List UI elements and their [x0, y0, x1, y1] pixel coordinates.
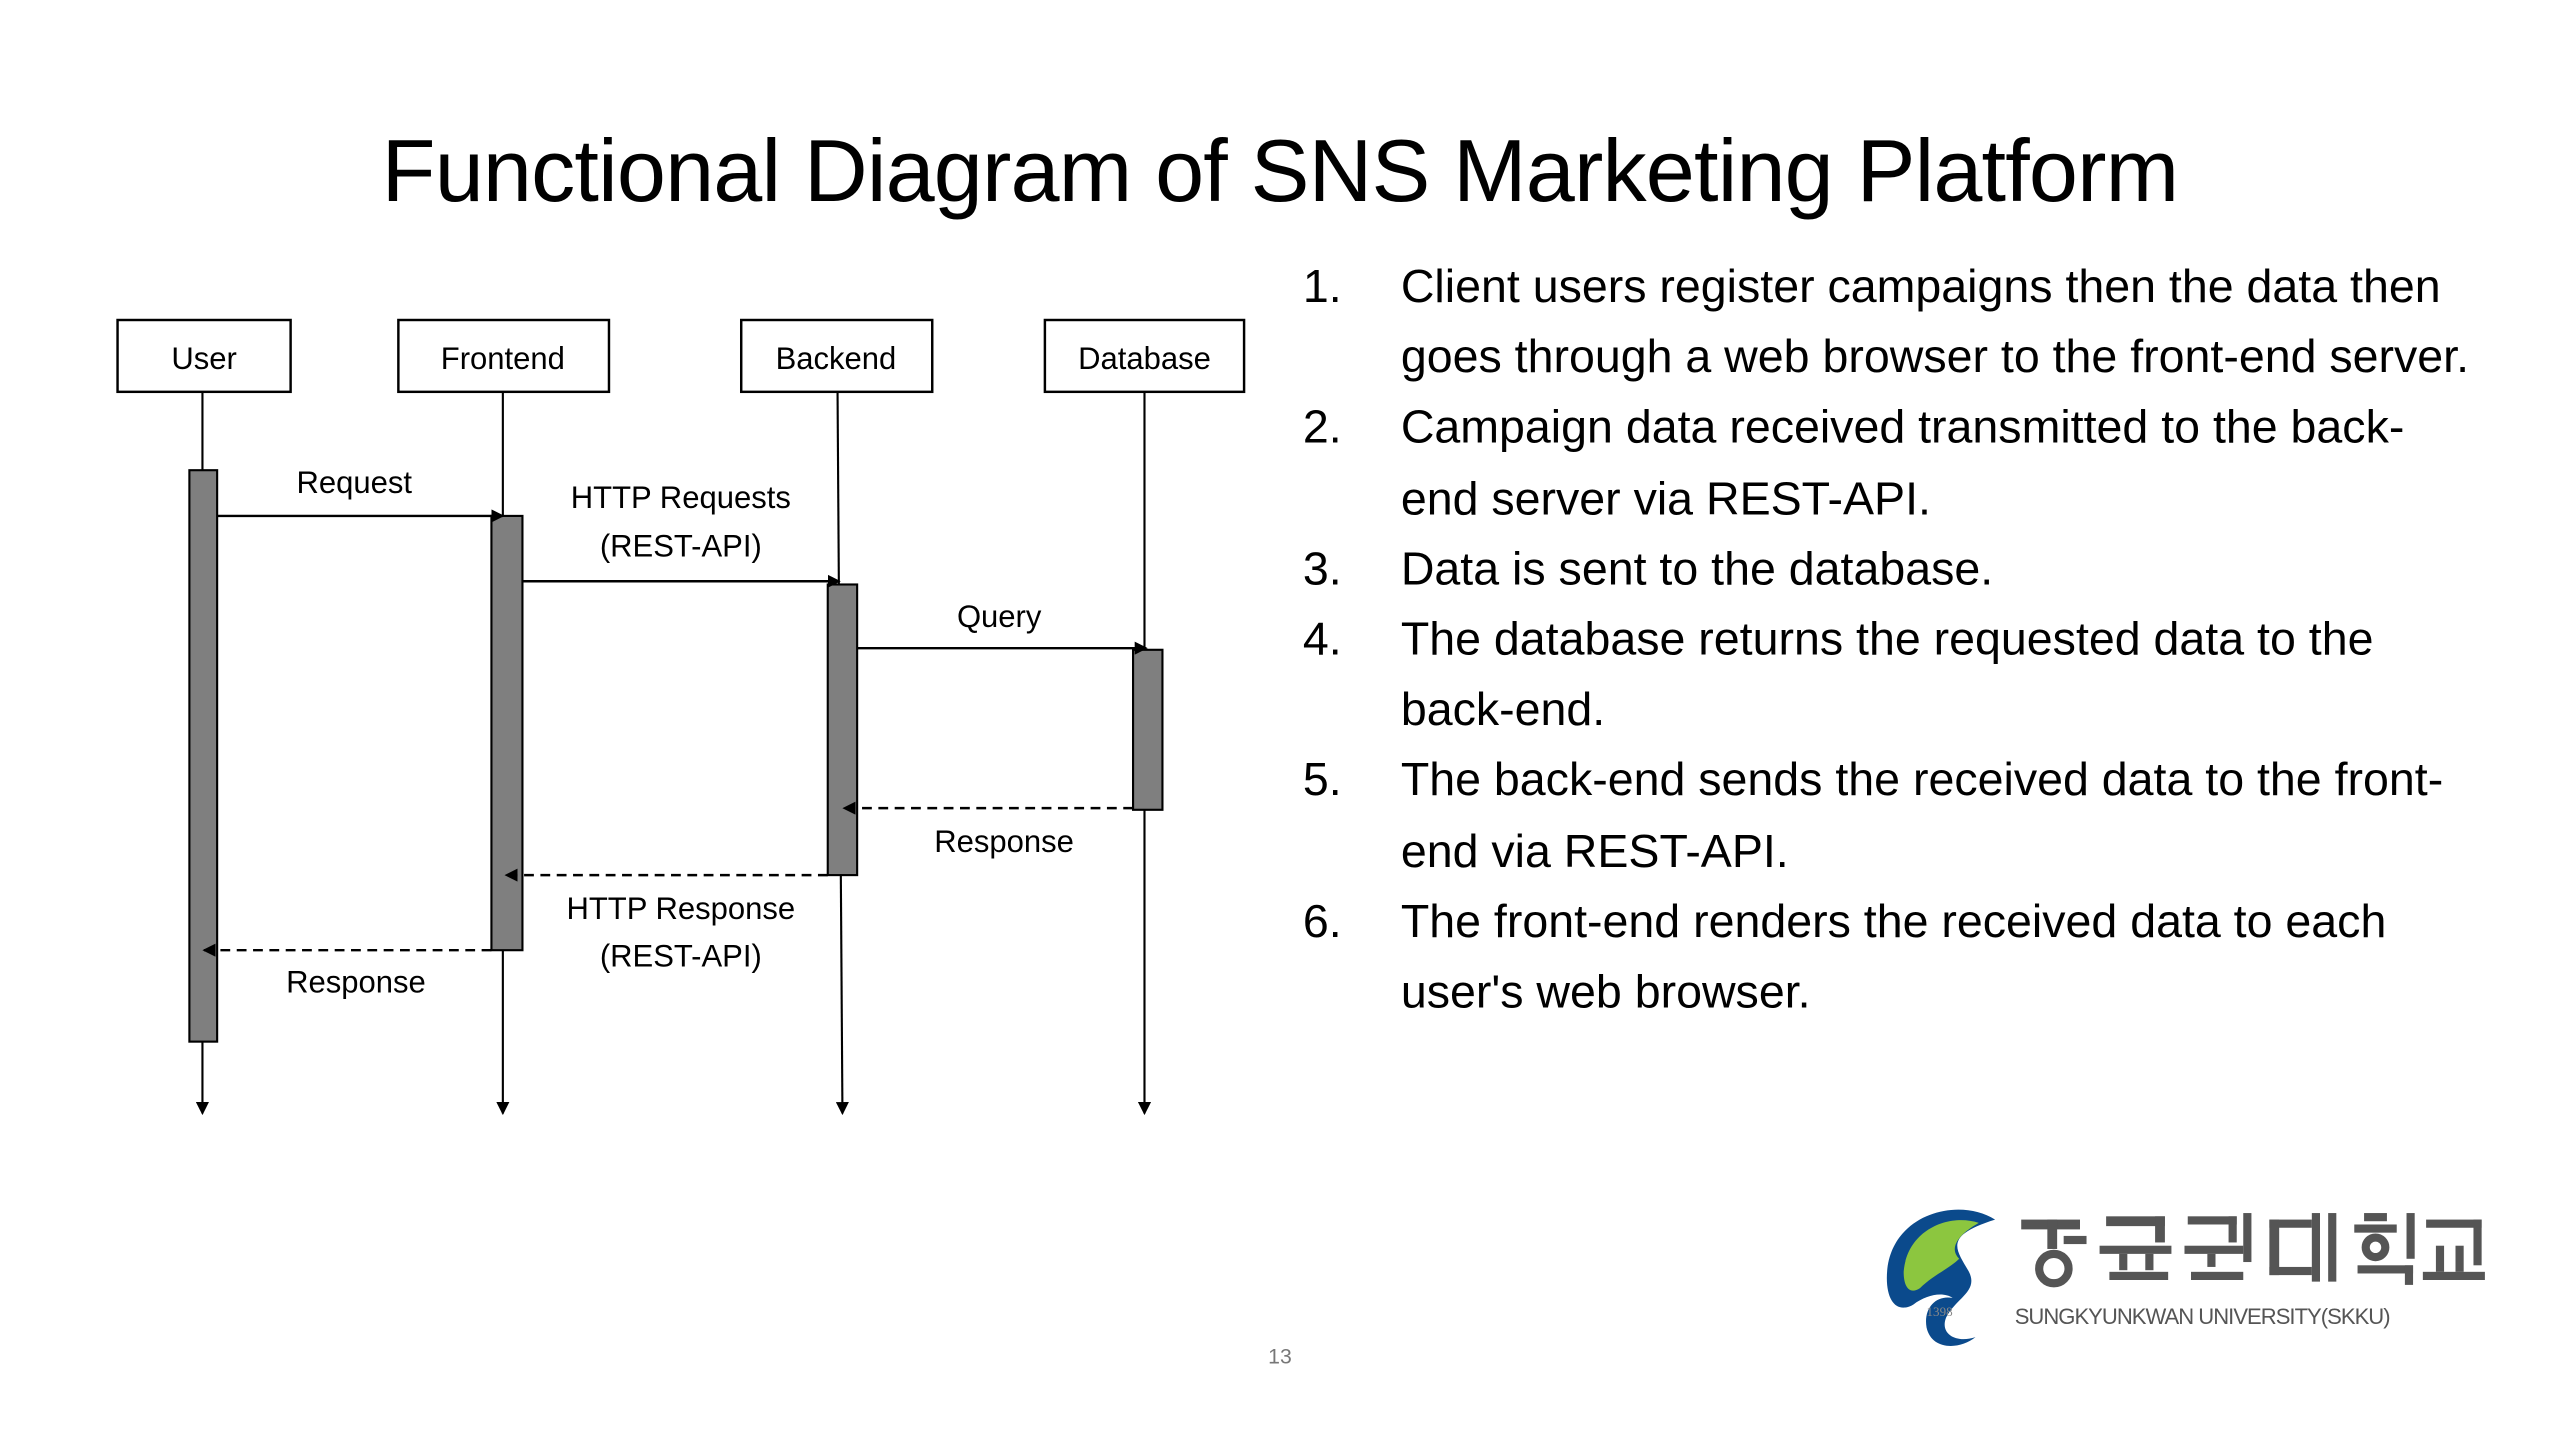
step-item: 5. The back-end sends the received data t… — [1303, 747, 2479, 888]
message-http-response-label: HTTP Response — [566, 891, 795, 926]
activation-backend — [826, 583, 859, 877]
message-http-requests-label: HTTP Requests — [571, 480, 791, 515]
ginkgo-s-emblem-icon: 1398 — [1886, 1209, 1996, 1346]
participant-label: User — [171, 341, 236, 376]
participant-frontend: Frontend — [397, 318, 611, 394]
step-item: 3. Data is sent to the database. — [1303, 535, 2479, 606]
logo-english-name: SUNGKYUNKWAN UNIVERSITY(SKKU) — [2014, 1304, 2391, 1329]
step-text: Client users register campaigns then the… — [1400, 261, 2470, 385]
step-item: 6. The front-end renders the received dat… — [1303, 888, 2479, 1029]
university-logo: 1398 SUNGKYUNKWAN UNIVERSITY(SKKU) — [1878, 1200, 2498, 1355]
participant-label: Backend — [776, 341, 897, 376]
step-text: Data is sent to the database. — [1400, 543, 1994, 596]
message-user-response-label: Response — [286, 965, 426, 1000]
participant-user: User — [116, 318, 292, 394]
message-request-label: Request — [297, 465, 413, 500]
step-number: 5. — [1302, 754, 1342, 808]
step-text: The back-end sends the received data to … — [1400, 754, 2444, 878]
page-number: 13 — [1268, 1343, 1292, 1369]
logo-year: 1398 — [1927, 1304, 1954, 1319]
slide-title: Functional Diagram of SNS Marketing Plat… — [381, 122, 2179, 221]
participant-backend: Backend — [739, 318, 934, 394]
participant-database: Database — [1043, 318, 1246, 394]
step-text: The database returns the requested data … — [1400, 613, 2374, 737]
sequence-diagram: User Frontend Backend Database Request H… — [116, 318, 1246, 1116]
step-item: 1. Client users register campaigns then t… — [1303, 253, 2479, 394]
korean-wordmark-icon — [2021, 1213, 2485, 1288]
step-number: 4. — [1302, 613, 1342, 667]
step-number: 1. — [1302, 261, 1342, 314]
message-http-response-sublabel: (REST-API) — [600, 939, 762, 974]
activation-database — [1131, 648, 1164, 811]
message-db-response-label: Response — [934, 824, 1074, 859]
step-item: 2. Campaign data received transmitted to … — [1303, 394, 2479, 535]
message-http-requests-sublabel: (REST-API) — [600, 529, 762, 564]
step-number: 6. — [1302, 896, 1342, 949]
steps-list: 1. Client users register campaigns then t… — [1303, 253, 2479, 1029]
participant-label: Database — [1078, 341, 1211, 376]
step-number: 2. — [1302, 402, 1342, 455]
activation-user — [188, 469, 219, 1043]
message-query-label: Query — [957, 599, 1042, 634]
activation-frontend — [490, 514, 524, 952]
step-text: The front-end renders the received data … — [1400, 896, 2387, 1019]
step-number: 3. — [1302, 543, 1342, 596]
participant-label: Frontend — [441, 341, 565, 376]
step-item: 4. The database returns the requested dat… — [1303, 606, 2479, 747]
step-text: Campaign data received transmitted to th… — [1400, 402, 2405, 526]
